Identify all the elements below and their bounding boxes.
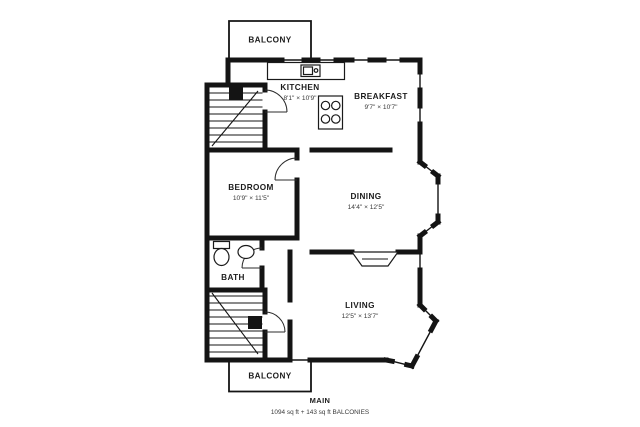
dining-dims: 14'4" × 12'5": [348, 204, 385, 211]
stove-burner-2: [330, 100, 341, 111]
area-label: 1094 sq ft + 143 sq ft BALCONIES: [271, 409, 369, 416]
stove-icon: [317, 95, 344, 130]
outer-walls: [204, 57, 442, 370]
stove-burner-1: [320, 100, 331, 111]
bath-sink-icon: [237, 244, 255, 260]
stairs-lower-landing: [248, 316, 262, 329]
stairs-upper: [209, 87, 263, 147]
dining-bay-walls: [416, 158, 442, 240]
stove-burner-4: [330, 114, 341, 124]
stairs-upper-room-walls: [225, 82, 268, 153]
doors: [241, 89, 298, 333]
stairs-lower: [209, 292, 263, 355]
door-bedroom: [274, 157, 298, 181]
stairs-upper-break-line: [211, 90, 259, 147]
bath-fixtures: [212, 240, 255, 267]
balcony-top-label: BALCONY: [248, 36, 291, 45]
level-label: MAIN: [310, 396, 331, 405]
plan-footer: MAIN 1094 sq ft + 143 sq ft BALCONIES: [271, 396, 369, 416]
toilet-tank-icon: [212, 240, 231, 250]
living-dims: 12'5" × 13'7": [342, 313, 379, 320]
fireplace: [350, 251, 400, 267]
balcony-bottom-label: BALCONY: [248, 372, 291, 381]
balcony-top: BALCONY: [228, 20, 312, 58]
living-label: LIVING: [345, 301, 375, 310]
door-stairs-upper: [264, 89, 288, 113]
kitchen-fixtures: [266, 61, 346, 130]
kitchen-dims: 8'1" × 10'9": [283, 95, 317, 102]
kitchen-sink-basin: [302, 66, 314, 76]
breakfast-dims: 9'7" × 10'7": [364, 104, 398, 111]
window-dining-bay: [424, 164, 439, 234]
balcony-bottom-railing: [228, 360, 312, 393]
kitchen-faucet: [313, 68, 319, 73]
bedroom-dims: 10'9" × 11'5": [233, 195, 270, 202]
balcony-bottom: BALCONY: [228, 360, 312, 393]
kitchen-label: KITCHEN: [280, 83, 319, 92]
bath-label: BATH: [221, 273, 245, 282]
wall-left: [204, 57, 231, 363]
balcony-top-railing: [228, 20, 312, 58]
interior-walls: [204, 82, 423, 363]
stairs-lower-break-line: [211, 292, 259, 355]
room-labels: KITCHEN 8'1" × 10'9" BREAKFAST 9'7" × 10…: [221, 83, 408, 320]
toilet-bowl-icon: [213, 247, 230, 267]
breakfast-label: BREAKFAST: [354, 92, 408, 101]
windows: [282, 59, 439, 366]
dining-label: DINING: [350, 192, 381, 201]
stove-burner-3: [320, 114, 331, 124]
bedroom-label: BEDROOM: [228, 183, 274, 192]
window-living-bay: [392, 308, 433, 366]
stairs-upper-landing: [229, 87, 243, 101]
door-stairs-lower: [264, 311, 286, 333]
living-bay-walls: [383, 301, 440, 370]
